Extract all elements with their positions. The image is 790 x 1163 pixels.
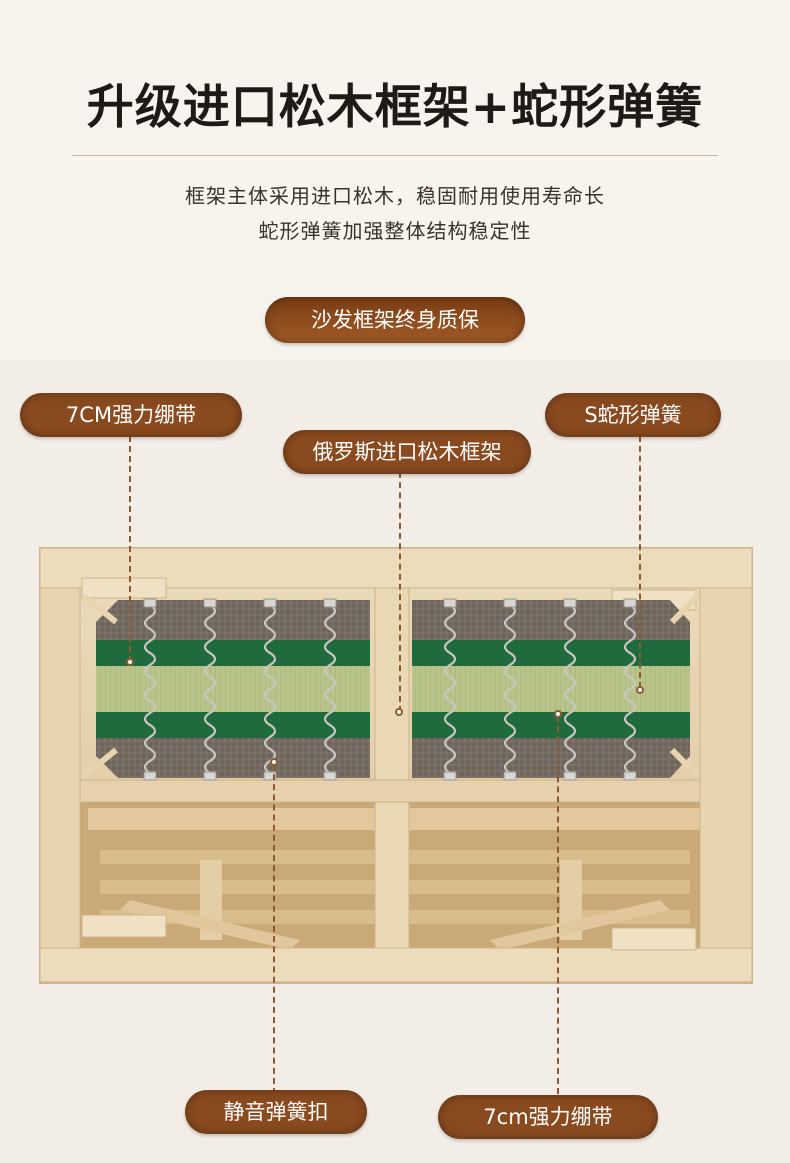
divider (72, 155, 718, 156)
page-title: 升级进口松木框架+蛇形弹簧 (86, 80, 704, 135)
callout-strap-top: 7CM强力绷带 (20, 393, 242, 437)
callout-spring-buckle: 静音弹簧扣 (185, 1090, 367, 1134)
marker-strap-top (126, 658, 134, 666)
callout-strap-bottom: 7cm强力绷带 (438, 1095, 658, 1139)
callout-s-spring: S蛇形弹簧 (545, 393, 721, 437)
leader-line-frame (399, 472, 401, 712)
callout-pine-frame: 俄罗斯进口松木框架 (283, 430, 531, 474)
marker-frame (395, 708, 403, 716)
description-line-2: 蛇形弹簧加强整体结构稳定性 (258, 219, 532, 243)
leader-line-strap-bottom (557, 716, 559, 1094)
description-line-1: 框架主体采用进口松木，稳固耐用使用寿命长 (185, 184, 605, 208)
marker-spring (636, 686, 644, 694)
leader-line-spring (639, 436, 641, 688)
marker-strap-bottom (554, 710, 562, 718)
marker-buckle (270, 758, 278, 766)
warranty-badge: 沙发框架终身质保 (265, 297, 525, 343)
leader-line-strap-top (129, 436, 131, 662)
leader-line-buckle (273, 764, 275, 1094)
